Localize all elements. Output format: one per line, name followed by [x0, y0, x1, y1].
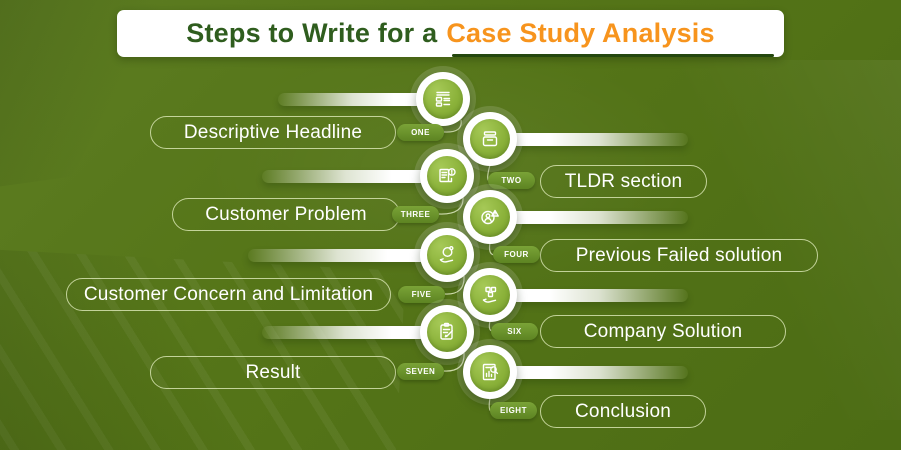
step-bar-3: [262, 170, 447, 183]
step-label-tldr-section: TLDR section: [540, 165, 707, 198]
step-circle-4: [463, 190, 517, 244]
step-circle-5: [420, 228, 474, 282]
step-label-descriptive-headline: Descriptive Headline: [150, 116, 396, 149]
badge-text: ONE: [411, 128, 430, 137]
step-label-text: Customer Concern and Limitation: [83, 283, 374, 305]
step-number-badge-seven: SEVEN: [397, 363, 444, 380]
article-icon: [423, 79, 463, 119]
step-label-customer-concern-limitation: Customer Concern and Limitation: [66, 278, 391, 311]
step-number-badge-five: FIVE: [398, 286, 445, 303]
step-label-text: Company Solution: [583, 320, 743, 342]
step-label-text: Conclusion: [575, 400, 671, 422]
step-circle-6: [463, 268, 517, 322]
step-circle-2: [463, 112, 517, 166]
badge-text: TWO: [501, 176, 522, 185]
step-label-previous-failed-solution: Previous Failed solution: [540, 239, 818, 272]
step-label-text: Customer Problem: [205, 203, 367, 225]
badge-text: FIVE: [411, 290, 432, 299]
step-number-badge-three: THREE: [392, 206, 439, 223]
step-circle-7: [420, 305, 474, 359]
document-alert-icon: [427, 156, 467, 196]
badge-text: SEVEN: [405, 367, 436, 376]
step-bar-7: [262, 326, 447, 339]
step-circle-3: [420, 149, 474, 203]
page-title-highlight: Case Study Analysis: [446, 18, 715, 48]
clipboard-pencil-icon: [427, 312, 467, 352]
step-label-conclusion: Conclusion: [540, 395, 706, 428]
step-number-badge-two: TWO: [488, 172, 535, 189]
title-underline: [452, 54, 774, 57]
badge-text: EIGHT: [500, 406, 527, 415]
step-bar-6: [490, 289, 688, 302]
step-label-result: Result: [150, 356, 396, 389]
step-bar-1: [278, 93, 443, 106]
step-bar-2: [490, 133, 688, 146]
step-label-text: Previous Failed solution: [575, 244, 783, 266]
badge-text: THREE: [400, 210, 431, 219]
hand-head-icon: [427, 235, 467, 275]
page-title-prefix: Steps to Write for a: [186, 18, 438, 48]
step-number-badge-six: SIX: [491, 323, 538, 340]
step-label-text: Result: [245, 361, 301, 383]
step-label-text: Descriptive Headline: [183, 121, 363, 143]
user-warning-icon: [470, 197, 510, 237]
step-label-text: TLDR section: [564, 170, 683, 192]
step-circle-1: [416, 72, 470, 126]
report-search-icon: [470, 352, 510, 392]
step-label-customer-problem: Customer Problem: [172, 198, 400, 231]
hand-boxes-icon: [470, 275, 510, 315]
step-number-badge-one: ONE: [397, 124, 444, 141]
title-banner: Steps to Write for a Case Study Analysis: [117, 10, 784, 57]
step-number-badge-four: FOUR: [493, 246, 540, 263]
step-number-badge-eight: EIGHT: [490, 402, 537, 419]
badge-text: SIX: [507, 327, 522, 336]
step-circle-8: [463, 345, 517, 399]
step-bar-8: [490, 366, 688, 379]
archive-box-icon: [470, 119, 510, 159]
step-bar-4: [490, 211, 688, 224]
step-bar-5: [248, 249, 447, 262]
step-label-company-solution: Company Solution: [540, 315, 786, 348]
badge-text: FOUR: [504, 250, 529, 259]
